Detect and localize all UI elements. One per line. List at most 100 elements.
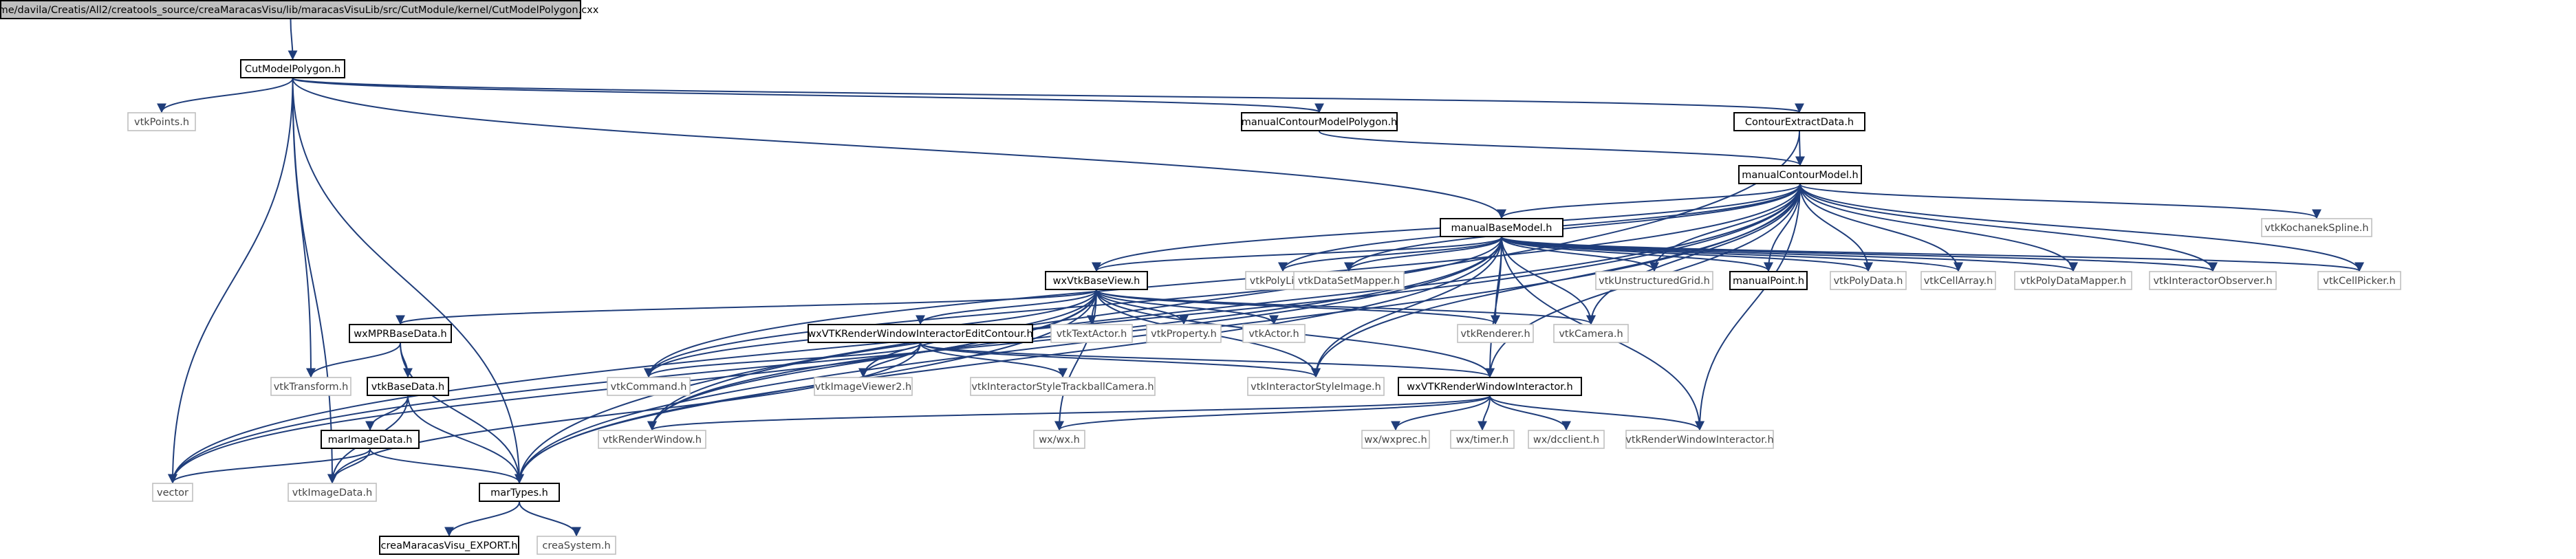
node-box bbox=[598, 430, 706, 449]
node-wxwxprec: wx/wxprec.h bbox=[1361, 430, 1430, 449]
node-label: marImageData.h bbox=[328, 435, 413, 446]
node-label: wxMPRBaseData.h bbox=[354, 329, 447, 340]
node-vtkunstructuredgrid: vtkUnstructuredGrid.h bbox=[1595, 271, 1713, 290]
edge-wxvtkrwiec-to-vtkimagedata bbox=[327, 342, 921, 484]
node-vtkrenderwindowinteractor: vtkRenderWindowInteractor.h bbox=[1625, 430, 1774, 449]
node-box bbox=[808, 324, 1033, 343]
node-vtkbasedata[interactable]: vtkBaseData.h bbox=[367, 377, 449, 396]
edge-manualbasemodel-to-vtkcellpicker bbox=[1501, 237, 2364, 272]
node-wxvtkrwiec[interactable]: wxVTKRenderWindowInteractorEditContour.h bbox=[808, 324, 1033, 343]
edge-cutmodelpolygon_h-to-manualcontourmodelpolygon bbox=[292, 78, 1324, 113]
node-label: vtkBaseData.h bbox=[371, 382, 444, 393]
edge-manualcontourmodel-to-vtkrenderwindowinteractor bbox=[1695, 184, 1801, 431]
node-box bbox=[1738, 165, 1862, 184]
node-wxvtkrwi[interactable]: wxVTKRenderWindowInteractor.h bbox=[1398, 377, 1582, 396]
node-box bbox=[970, 377, 1156, 396]
edge-wxvtkrwi-to-vtkrenderwindow bbox=[647, 395, 1491, 431]
edge-manualbasemodel-to-manualpoint bbox=[1501, 237, 1773, 272]
node-box bbox=[270, 377, 351, 396]
node-label: vtkInteractorStyleTrackballCamera.h bbox=[971, 382, 1154, 393]
node-box bbox=[607, 377, 691, 396]
node-wxdcclient: wx/dcclient.h bbox=[1528, 430, 1605, 449]
node-box bbox=[240, 59, 345, 78]
node-manualcontourmodel[interactable]: manualContourModel.h bbox=[1738, 165, 1862, 184]
edge-cutmodelpolygon_h-to-vtkpoints bbox=[157, 78, 294, 113]
node-box bbox=[1457, 324, 1534, 343]
edge-manualcontourmodel-to-manualpoint bbox=[1764, 184, 1801, 272]
node-creamaracasvisu_export[interactable]: creaMaracasVisu_EXPORT.h bbox=[379, 536, 519, 555]
node-box bbox=[1830, 271, 1907, 290]
edge-manualbasemodel-to-vtkdatasetmapper bbox=[1344, 237, 1502, 272]
node-manualcontourmodelpolygon[interactable]: manualContourModelPolygon.h bbox=[1241, 112, 1398, 131]
edge-wxvtkrwi-to-wxdcclient bbox=[1489, 395, 1571, 431]
edge-wxvtkbaseview-to-wxvtkrwiec bbox=[916, 289, 1097, 325]
node-vtkproperty: vtkProperty.h bbox=[1146, 324, 1222, 343]
node-label: vtkKochanekSpline.h bbox=[2264, 223, 2368, 234]
node-box bbox=[152, 483, 193, 502]
edge-wxvtkrwi-to-wxtimer bbox=[1478, 395, 1491, 431]
edge-wxmprbasedata-to-vtktransform bbox=[306, 342, 401, 378]
edge-wxvtkrwiec-to-vtkinteractorstyleimage bbox=[920, 342, 1321, 378]
node-box bbox=[479, 483, 560, 502]
node-label: manualContourModel.h bbox=[1742, 170, 1859, 181]
edge-wxvtkrwiec-to-vtkimageviewer2 bbox=[858, 342, 921, 378]
edge-manualbasemodel-to-vtkinteractorstyleimage bbox=[1311, 237, 1502, 378]
node-label: creaMaracasVisu_EXPORT.h bbox=[381, 540, 518, 551]
node-box bbox=[1361, 430, 1430, 449]
edge-manualbasemodel-to-vtkcamera bbox=[1501, 237, 1596, 325]
node-vtkimagedata: vtkImageData.h bbox=[288, 483, 377, 502]
edge-manualcontourmodel-to-vtkinteractorobserver bbox=[1799, 184, 2218, 272]
node-manualbasemodel[interactable]: manualBaseModel.h bbox=[1440, 218, 1563, 237]
node-box bbox=[2317, 271, 2401, 290]
node-manualpoint[interactable]: manualPoint.h bbox=[1729, 271, 1808, 290]
node-martypes[interactable]: marTypes.h bbox=[479, 483, 560, 502]
node-label: vtkCellArray.h bbox=[1924, 276, 1993, 287]
edge-martypes-to-creasystem bbox=[519, 501, 581, 537]
node-label: vtkActor.h bbox=[1248, 329, 1299, 340]
node-label: wx/timer.h bbox=[1456, 435, 1509, 446]
edge-marimagedata-to-vector bbox=[168, 448, 371, 484]
node-box bbox=[2014, 271, 2132, 290]
node-box bbox=[1528, 430, 1605, 449]
node-box bbox=[1920, 271, 1996, 290]
node-label: vtkProperty.h bbox=[1151, 329, 1217, 340]
edge-manualbasemodel-to-vtkcellarray bbox=[1501, 237, 1963, 272]
node-vtkpoints: vtkPoints.h bbox=[127, 112, 196, 131]
edge-vtkbasedata-to-marimagedata bbox=[365, 395, 409, 431]
edge-cutmodelpolygon_h-to-vector bbox=[168, 78, 294, 484]
node-box bbox=[0, 0, 581, 19]
node-label: vtkImageData.h bbox=[292, 487, 373, 498]
node-label: vector bbox=[157, 487, 188, 498]
node-label: manualPoint.h bbox=[1733, 276, 1804, 287]
node-box bbox=[1440, 218, 1563, 237]
node-label: vtkPolyData.h bbox=[1834, 276, 1903, 287]
edge-manualbasemodel-to-vtkpolyline bbox=[1278, 237, 1502, 272]
node-vtkinteractorstyleimage: vtkInteractorStyleImage.h bbox=[1247, 377, 1385, 396]
node-root[interactable]: /home/davila/Creatis/All2/creatools_sour… bbox=[0, 0, 599, 19]
edge-cutmodelpolygon_h-to-manualbasemodel bbox=[292, 78, 1506, 219]
node-label: vtkCamera.h bbox=[1559, 329, 1623, 340]
node-box bbox=[814, 377, 913, 396]
node-box bbox=[1045, 271, 1148, 290]
node-contourextractdata[interactable]: ContourExtractData.h bbox=[1733, 112, 1865, 131]
node-wxmprbasedata[interactable]: wxMPRBaseData.h bbox=[349, 324, 452, 343]
node-box bbox=[1050, 324, 1133, 343]
node-marimagedata[interactable]: marImageData.h bbox=[321, 430, 420, 449]
node-box bbox=[1146, 324, 1222, 343]
edge-wxmprbasedata-to-vtkbasedata bbox=[400, 342, 413, 378]
node-label: wxVTKRenderWindowInteractorEditContour.h bbox=[808, 329, 1032, 340]
node-label: vtkCommand.h bbox=[611, 382, 687, 393]
node-cutmodelpolygon_h[interactable]: CutModelPolygon.h bbox=[240, 59, 345, 78]
node-box bbox=[1241, 112, 1398, 131]
node-wxvtkbaseview[interactable]: wxVtkBaseView.h bbox=[1045, 271, 1148, 290]
edge-manualcontourmodel-to-vtkcellpicker bbox=[1799, 184, 2364, 272]
edge-wxmprbasedata-to-martypes bbox=[400, 342, 524, 484]
node-label: /home/davila/Creatis/All2/creatools_sour… bbox=[0, 5, 599, 16]
node-vtktextactor: vtkTextActor.h bbox=[1050, 324, 1133, 343]
node-vtkinteractorstyletrackballcamera: vtkInteractorStyleTrackballCamera.h bbox=[970, 377, 1156, 396]
node-wxtimer: wx/timer.h bbox=[1450, 430, 1515, 449]
node-box bbox=[1033, 430, 1085, 449]
node-label: vtkPolyDataMapper.h bbox=[2020, 276, 2126, 287]
node-label: vtkPoints.h bbox=[134, 117, 189, 128]
